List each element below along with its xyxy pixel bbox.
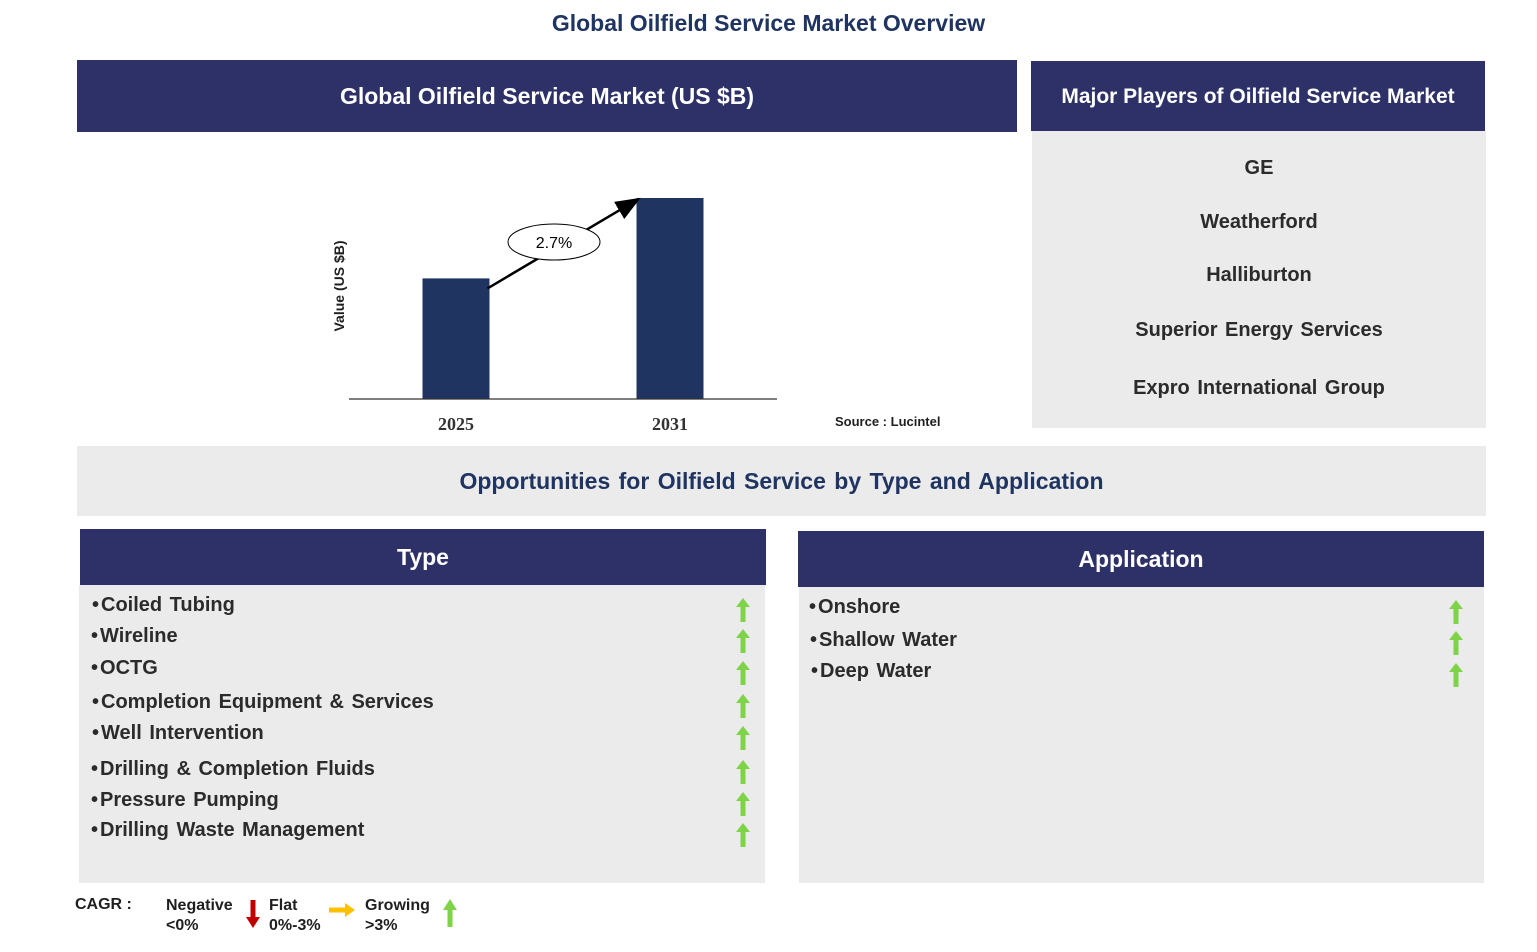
growing-arrow-icon — [736, 823, 750, 847]
growing-arrow-icon — [736, 661, 750, 685]
cagr-label: 2.7% — [536, 235, 572, 252]
type-item: •Drilling & Completion Fluids — [91, 758, 375, 780]
application-item: •Onshore — [809, 596, 901, 618]
player-name: Weatherford — [1200, 211, 1318, 233]
growing-arrow-icon — [1449, 663, 1463, 687]
growing-arrow-icon — [736, 694, 750, 718]
market-bar-chart: Value (US $B) 2025 2031 2.7% — [331, 197, 777, 434]
bar-2031 — [636, 198, 704, 399]
type-item: •OCTG — [91, 657, 158, 679]
growing-arrow-icon — [736, 792, 750, 816]
player-name: Halliburton — [1206, 264, 1312, 286]
flat-arrow-icon — [329, 903, 355, 917]
bar-2025 — [422, 278, 490, 399]
negative-arrow-icon — [246, 900, 260, 928]
type-item: •Completion Equipment & Services — [92, 691, 434, 713]
legend-negative: Negative<0% — [166, 897, 233, 934]
growing-arrow-icon — [736, 726, 750, 750]
application-item: •Deep Water — [811, 660, 932, 682]
player-name: GE — [1244, 157, 1274, 179]
type-item: •Coiled Tubing — [92, 594, 235, 616]
cagr-bubble — [507, 223, 601, 261]
application-item: •Shallow Water — [810, 629, 957, 651]
legend-growing: Growing>3% — [365, 897, 430, 934]
player-name: Superior Energy Services — [1135, 319, 1383, 341]
opportunities-title: Opportunities for Oilfield Service by Ty… — [77, 446, 1486, 516]
type-item: •Well Intervention — [92, 722, 264, 744]
growing-arrow-icon — [1449, 631, 1463, 655]
source-note: Source : Lucintel — [835, 414, 941, 429]
growing-arrow-icon — [443, 899, 457, 927]
type-item: •Wireline — [91, 625, 178, 647]
page-title: Global Oilfield Service Market Overview — [551, 10, 986, 36]
player-name: Expro International Group — [1133, 377, 1385, 399]
application-header: Application — [798, 531, 1484, 587]
growing-arrow-icon — [736, 760, 750, 784]
application-panel: •Onshore •Shallow Water •Deep Water — [799, 587, 1484, 883]
growing-arrow-icon — [736, 598, 750, 622]
major-players-panel: GE Weatherford Halliburton Superior Ener… — [1032, 131, 1486, 428]
growing-arrow-icon — [736, 629, 750, 653]
market-size-header: Global Oilfield Service Market (US $B) — [77, 60, 1017, 132]
y-axis-label: Value (US $B) — [331, 240, 347, 331]
x-tick-label: 2031 — [652, 414, 688, 434]
cagr-legend-label: CAGR : — [75, 896, 132, 913]
x-tick-label: 2025 — [438, 414, 474, 434]
major-players-header: Major Players of Oilfield Service Market — [1031, 61, 1485, 131]
type-header: Type — [80, 529, 766, 585]
growing-arrow-icon — [1449, 600, 1463, 624]
type-item: •Pressure Pumping — [91, 789, 279, 811]
type-panel: •Coiled Tubing •Wireline •OCTG •Completi… — [79, 585, 765, 883]
type-item: •Drilling Waste Management — [91, 819, 365, 841]
